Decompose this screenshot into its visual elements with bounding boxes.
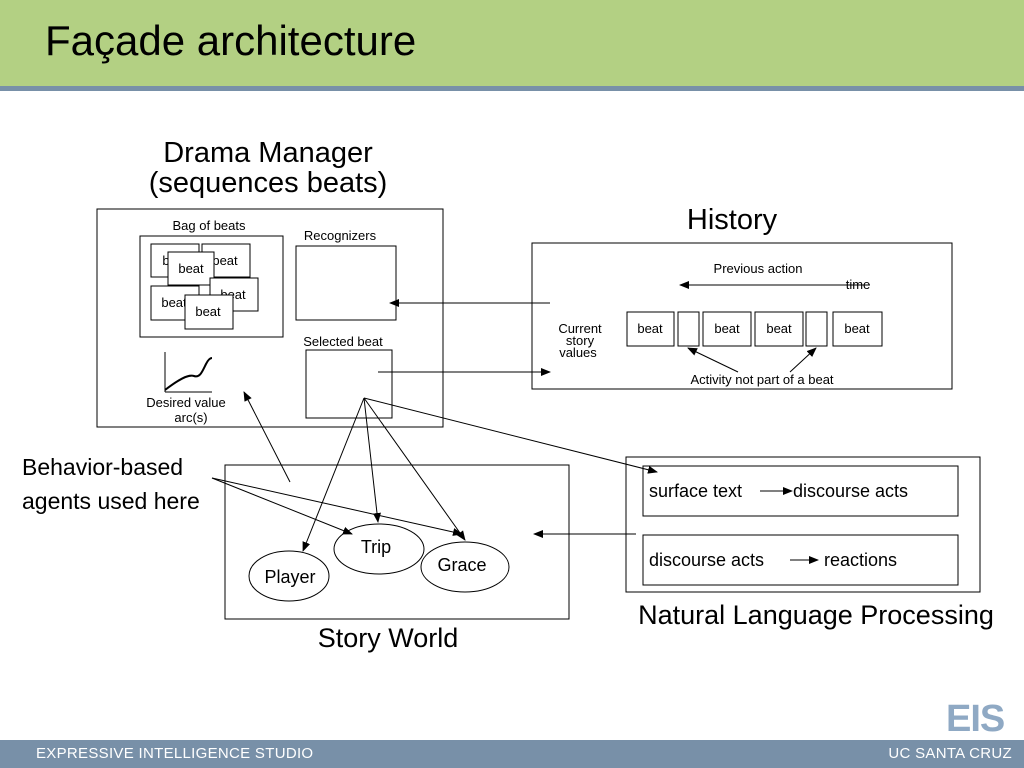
- nlp-row-2-to: reactions: [824, 550, 897, 570]
- history-title: History: [687, 204, 778, 236]
- selected-beat-label: Selected beat: [303, 334, 383, 349]
- agents-to-grace-arrow: [211, 477, 463, 536]
- grace-label: Grace: [437, 555, 486, 575]
- previous-action-label: Previous action: [714, 261, 803, 276]
- activity-arrow-2: [789, 347, 817, 373]
- story-world-title: Story World: [318, 623, 459, 653]
- activity-arrow-1: [687, 347, 739, 373]
- slide-title: Façade architecture: [45, 17, 417, 64]
- bag-beat-6: beat: [184, 294, 234, 330]
- history-beat-label: beat: [766, 321, 792, 336]
- history-beat-3: beat: [754, 311, 804, 347]
- history-activity-gap-1: [677, 311, 700, 347]
- nlp-box: [625, 456, 981, 593]
- bag-beat-label: beat: [195, 304, 221, 319]
- beat-to-grace-arrow: [363, 397, 466, 541]
- current-values-line-3: values: [559, 345, 597, 360]
- bag-beat-label: beat: [161, 295, 187, 310]
- trip-node: [333, 523, 425, 575]
- nlp-row-2-box: [642, 534, 959, 586]
- title-bar: [0, 0, 1024, 86]
- nlp-row-1-from: surface text: [649, 481, 742, 501]
- history-beat-label: beat: [844, 321, 870, 336]
- footer-left-text: EXPRESSIVE INTELLIGENCE STUDIO: [36, 745, 314, 762]
- agents-to-trip-arrow: [211, 477, 353, 535]
- bag-of-beats-label: Bag of beats: [173, 218, 246, 233]
- history-beat-4: beat: [832, 311, 883, 347]
- nlp-row-2-from: discourse acts: [649, 550, 764, 570]
- bag-beat-label: beat: [212, 253, 238, 268]
- desired-value-label-1: Desired value: [146, 395, 226, 410]
- bag-beat-label: beat: [178, 261, 204, 276]
- history-beat-2: beat: [702, 311, 752, 347]
- nlp-row-1-box: [642, 465, 959, 517]
- nlp-title: Natural Language Processing: [638, 600, 994, 630]
- agents-label-1: Behavior-based: [22, 454, 183, 480]
- player-label: Player: [264, 567, 315, 587]
- story-world-to-arc-arrow: [243, 391, 291, 483]
- drama-manager-box: [96, 208, 444, 428]
- history-box: [531, 242, 953, 390]
- history-beat-label: beat: [714, 321, 740, 336]
- agents-label-2: agents used here: [22, 488, 200, 514]
- bag-of-beats-box: [139, 235, 284, 338]
- desired-value-arc-graph: [164, 352, 213, 393]
- player-node: [248, 550, 330, 602]
- footer-right-text: UC SANTA CRUZ: [888, 745, 1012, 762]
- selected-beat-box: [305, 349, 393, 419]
- grace-node: [420, 541, 510, 593]
- current-values-line-2: story: [566, 333, 595, 348]
- current-values-line-1: Current: [558, 321, 602, 336]
- beat-to-nlp-arrow: [363, 397, 658, 474]
- drama-manager-title-1: Drama Manager: [163, 137, 373, 169]
- recognizers-label: Recognizers: [304, 228, 377, 243]
- recognizers-box: [295, 245, 397, 321]
- history-beat-1: beat: [626, 311, 675, 347]
- nlp-row-1-to: discourse acts: [793, 481, 908, 501]
- footer-bar: EXPRESSIVE INTELLIGENCE STUDIO UC SANTA …: [0, 740, 1024, 768]
- history-beat-label: beat: [637, 321, 663, 336]
- history-activity-gap-2: [805, 311, 828, 347]
- bag-beat-3: beat: [167, 251, 215, 286]
- title-rule: [0, 86, 1024, 91]
- drama-manager-title-2: (sequences beats): [149, 167, 388, 199]
- beat-to-trip-arrow: [363, 397, 381, 523]
- story-world-box: [224, 464, 570, 620]
- desired-value-label-2: arc(s): [174, 410, 207, 425]
- eis-logo: EIS: [946, 698, 1005, 740]
- trip-label: Trip: [361, 537, 391, 557]
- beat-to-player-arrow: [302, 397, 365, 552]
- activity-label: Activity not part of a beat: [690, 372, 833, 387]
